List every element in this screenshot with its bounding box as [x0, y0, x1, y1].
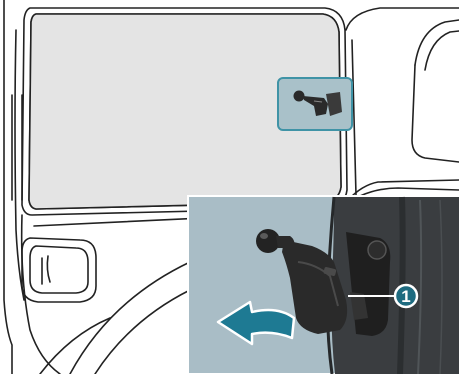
rear-window-lower [412, 65, 459, 162]
door-handle-lever [42, 256, 50, 284]
highlight-box [278, 78, 352, 130]
door-outer-edge [4, 0, 12, 374]
door-frame-dark [331, 197, 459, 374]
door-handle-inner [30, 246, 88, 293]
rear-body-outline [346, 8, 459, 30]
rear-body-lower-line [360, 188, 459, 196]
holder-ball-neck [276, 236, 295, 248]
callout-1: 1 [395, 285, 417, 307]
rear-window-frame-inner [425, 31, 459, 70]
rear-window-frame [415, 20, 459, 65]
callout-number: 1 [401, 287, 410, 306]
door-pillar [12, 95, 22, 200]
detail-inset [188, 196, 459, 374]
holder-ball-shine [260, 233, 268, 239]
holder-ball-small [294, 91, 305, 102]
holder-mount-cap [368, 241, 386, 259]
lower-panel-curve-2 [95, 290, 190, 374]
holder-ball [256, 229, 280, 253]
